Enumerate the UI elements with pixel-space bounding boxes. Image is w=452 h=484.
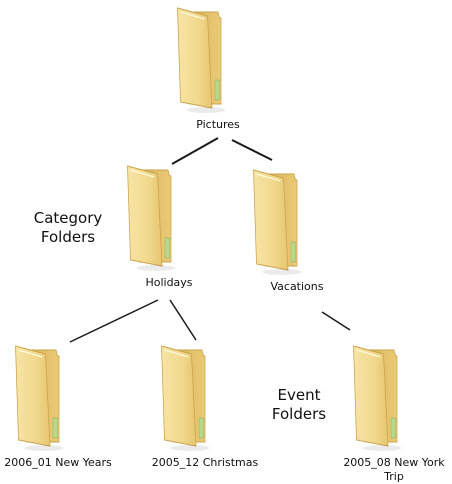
event-folders-line1: Event bbox=[277, 386, 321, 404]
folder-label-christmas: 2005_12 Christmas bbox=[151, 456, 259, 469]
connector-pictures-holidays bbox=[171, 137, 219, 165]
category-folders-label: Category Folders bbox=[28, 209, 108, 247]
folder-icon[interactable] bbox=[176, 7, 227, 114]
folder-label-holidays: Holidays bbox=[145, 276, 193, 289]
connector-holidays-newyears bbox=[69, 299, 159, 343]
event-folders-line2: Folders bbox=[271, 405, 327, 423]
connector-holidays-christmas bbox=[169, 299, 197, 341]
folder-label-vacations: Vacations bbox=[270, 280, 324, 293]
folder-icon[interactable] bbox=[252, 169, 303, 276]
folder-icon[interactable] bbox=[14, 345, 65, 452]
folder-label-new-york-line2: Trip bbox=[384, 470, 404, 483]
folder-label-new-york: 2005_08 New York Trip bbox=[336, 456, 452, 484]
connector-pictures-vacations bbox=[231, 139, 273, 161]
folder-label-new-years: 2006_01 New Years bbox=[4, 456, 112, 469]
category-folders-line1: Category bbox=[33, 209, 103, 227]
event-folders-label: Event Folders bbox=[264, 386, 334, 424]
folder-label-pictures: Pictures bbox=[196, 118, 240, 131]
category-folders-line2: Folders bbox=[40, 228, 96, 246]
folder-icon[interactable] bbox=[352, 345, 403, 452]
folder-icon[interactable] bbox=[126, 165, 177, 272]
folder-icon[interactable] bbox=[160, 345, 211, 452]
connector-vacations-newyork bbox=[321, 311, 351, 331]
folder-label-new-york-line1: 2005_08 New York bbox=[343, 456, 445, 469]
